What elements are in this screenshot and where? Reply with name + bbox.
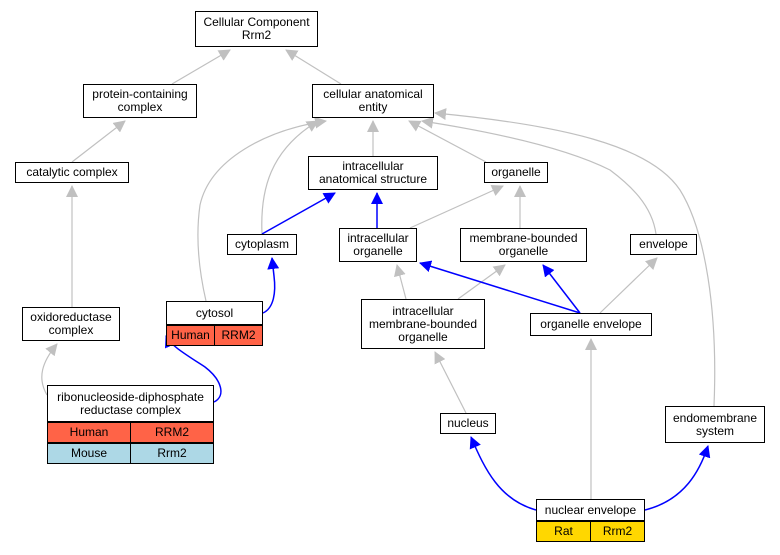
edge-oenv-to-io — [419, 260, 581, 314]
gene-cell: Rrm2 — [590, 522, 644, 541]
node-nenv[interactable]: nuclear envelope — [536, 499, 645, 521]
gene-cell: Rrm2 — [130, 444, 213, 463]
node-cytosol[interactable]: cytosol — [166, 301, 263, 325]
annotation-row-rdr: Human RRM2 — [47, 422, 214, 443]
edge-cytosol-to-cyto — [262, 257, 280, 314]
edge-cytosol-to-cae — [197, 116, 327, 302]
node-env[interactable]: envelope — [630, 234, 697, 255]
edge-cae-to-root — [285, 49, 342, 85]
node-cyto[interactable]: cytoplasm — [227, 234, 297, 255]
edge-pcc-to-root — [171, 49, 231, 85]
edge-io-to-org — [409, 185, 504, 229]
annotation-row-cytosol: Human RRM2 — [166, 325, 263, 346]
edge-ems-to-cae — [434, 108, 716, 407]
species-cell: Rat — [554, 524, 573, 538]
node-oenv[interactable]: organelle envelope — [530, 313, 652, 336]
edge-cyto-to-ias — [261, 192, 336, 235]
edge-oenv-to-mbo — [542, 264, 581, 314]
species-cell: Mouse — [70, 446, 108, 460]
edge-nenv-to-ems — [644, 445, 711, 511]
annotation-row-nenv: Rat Rrm2 — [536, 521, 645, 542]
node-org[interactable]: organelle — [484, 162, 548, 183]
node-label: catalytic complex — [26, 165, 118, 179]
edge-nuc-to-imbo — [434, 351, 467, 414]
node-nuc[interactable]: nucleus — [440, 413, 496, 434]
node-label: cytoplasm — [234, 237, 290, 251]
edge-imbo-to-io — [394, 264, 407, 300]
node-cat[interactable]: catalytic complex — [15, 162, 129, 183]
node-label: organelle — [491, 165, 541, 179]
edge-nenv-to-nuc — [469, 436, 537, 511]
node-label: organelle envelope — [540, 317, 642, 331]
node-label: nuclear envelope — [544, 502, 637, 517]
node-label: cytosol — [195, 305, 234, 320]
edge-cat-to-pcc — [71, 120, 126, 163]
edge-cyto-to-cae — [261, 120, 319, 235]
species-cell: Human — [69, 425, 109, 439]
gene-cell: RRM2 — [130, 423, 213, 442]
edge-oenv-to-env — [599, 257, 658, 314]
edge-rdr-to-oxr — [41, 343, 58, 396]
node-label: envelope — [639, 237, 688, 251]
gene-cell: RRM2 — [214, 326, 262, 345]
species-cell: Human — [171, 328, 210, 342]
node-label: nucleus — [447, 416, 489, 430]
edge-env-to-cae — [421, 116, 657, 235]
annotation-row-rdr: Mouse Rrm2 — [47, 443, 214, 464]
